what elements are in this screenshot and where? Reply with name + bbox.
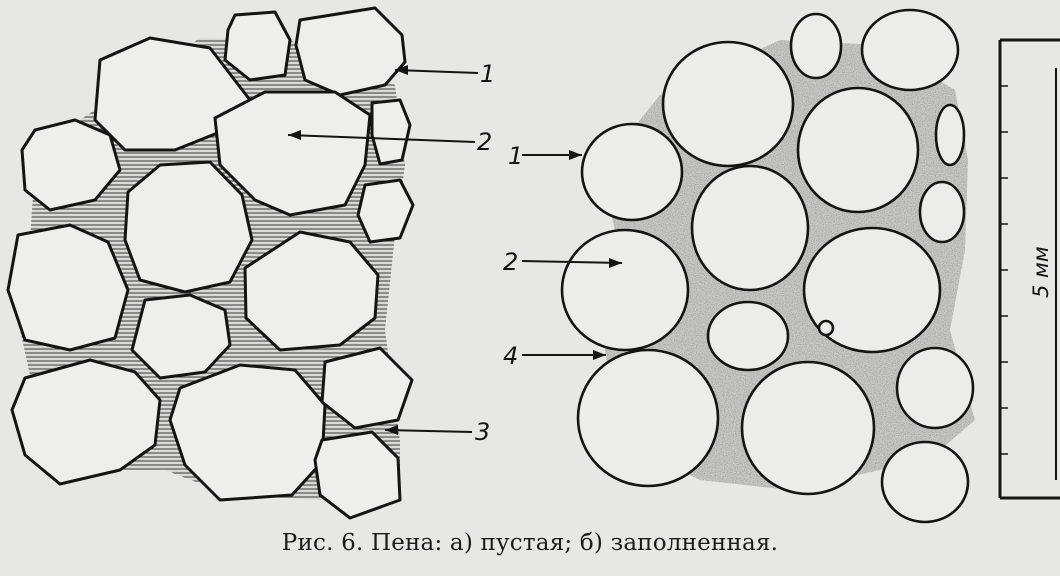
- callout-label-1: 1: [480, 60, 495, 88]
- bubble: [895, 346, 975, 430]
- cell: [243, 230, 380, 352]
- cell: [356, 178, 415, 244]
- bubble: [860, 8, 960, 92]
- cell: [6, 223, 130, 352]
- small-bubble: [817, 319, 835, 337]
- cell: [168, 363, 327, 502]
- callout-label-3: 3: [475, 418, 490, 446]
- leader-line: [521, 260, 623, 264]
- cell: [370, 98, 412, 166]
- cell: [20, 118, 122, 212]
- bubble: [918, 180, 966, 244]
- bubble: [580, 122, 684, 222]
- arrow-head: [569, 150, 582, 160]
- bubble: [661, 40, 795, 168]
- figure-caption: Рис. 6. Пена: а) пустая; б) заполненная.: [281, 530, 779, 556]
- panel-filled-foam: 1 2 4: [503, 8, 975, 524]
- cell: [123, 160, 254, 294]
- callout-label-1: 1: [508, 142, 523, 170]
- cell: [130, 293, 232, 380]
- cell: [10, 358, 162, 486]
- arrow-head: [609, 258, 622, 268]
- panel-empty-foam: 1 2 3: [6, 6, 495, 520]
- arrow-head: [385, 425, 398, 435]
- bubble: [690, 164, 810, 292]
- cell: [320, 346, 414, 430]
- callout-label-4: 4: [503, 342, 518, 370]
- cell: [223, 10, 292, 82]
- bubble: [880, 440, 970, 524]
- cell: [294, 6, 407, 97]
- leader-line: [384, 429, 473, 433]
- bubble: [576, 348, 720, 488]
- cell: [213, 90, 372, 217]
- callout-label-2: 2: [503, 248, 518, 276]
- cell: [313, 430, 402, 520]
- leader-line: [287, 134, 476, 143]
- scale-bar: 5 мм: [998, 38, 1060, 500]
- arrow-head: [593, 350, 606, 360]
- arrow-head: [288, 130, 301, 140]
- bubble: [560, 228, 690, 352]
- bubble: [706, 300, 790, 372]
- bubble: [789, 12, 843, 80]
- callout-label-2: 2: [477, 128, 492, 156]
- arrow-head: [395, 65, 408, 75]
- scale-label: 5 мм: [1029, 246, 1053, 298]
- bubble: [740, 360, 876, 496]
- leader-line: [394, 69, 479, 74]
- bubble: [796, 86, 920, 214]
- bubble: [934, 103, 966, 167]
- bubble: [802, 226, 942, 354]
